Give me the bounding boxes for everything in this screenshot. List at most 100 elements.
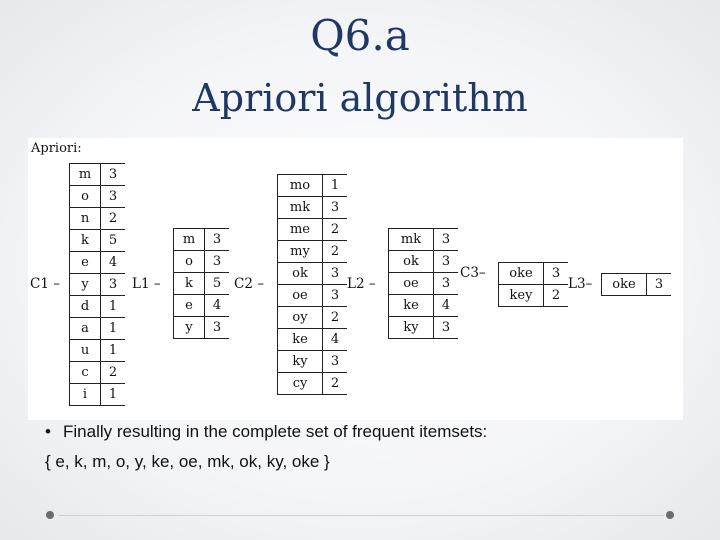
l2-itemset: ok	[388, 250, 434, 273]
c1-support-count: 2	[100, 361, 125, 384]
frequent-itemsets-result: { e, k, m, o, y, ke, oe, mk, ok, ky, oke…	[45, 452, 330, 471]
c3-itemset: oke	[498, 262, 544, 285]
l1-itemset: k	[173, 272, 205, 295]
l1-support-count: 3	[204, 316, 229, 339]
c2-support-count: 3	[322, 196, 347, 219]
l2-support-count: 4	[433, 294, 458, 317]
l1-itemset: o	[173, 250, 205, 273]
c2-support-count: 3	[322, 262, 347, 285]
c2-itemset: me	[277, 218, 323, 241]
c3-label: C3–	[460, 265, 486, 281]
c2-itemset: ky	[277, 350, 323, 373]
c2-support-count: 3	[322, 284, 347, 307]
c1-support-count: 3	[100, 185, 125, 208]
l2-itemset: ky	[388, 316, 434, 339]
c2-support-count: 1	[322, 174, 347, 197]
footer-dot-right	[666, 511, 674, 519]
c2-support-count: 3	[322, 350, 347, 373]
c1-itemset: i	[69, 383, 101, 406]
l2-itemset: ke	[388, 294, 434, 317]
l2-support-count: 3	[433, 316, 458, 339]
c1-support-count: 1	[100, 383, 125, 406]
c1-itemset: n	[69, 207, 101, 230]
c2-support-count: 4	[322, 328, 347, 351]
c2-itemset: oy	[277, 306, 323, 329]
c1-support-count: 2	[100, 207, 125, 230]
c1-support-count: 1	[100, 317, 125, 340]
c3-support-count: 2	[543, 284, 568, 307]
c2-itemset: oe	[277, 284, 323, 307]
l2-support-count: 3	[433, 272, 458, 295]
c2-support-count: 2	[322, 306, 347, 329]
footer-dot-left	[46, 511, 54, 519]
c2-itemset: ke	[277, 328, 323, 351]
c2-support-count: 2	[322, 240, 347, 263]
c1-itemset: y	[69, 273, 101, 296]
l2-itemset: mk	[388, 228, 434, 251]
l2-support-count: 3	[433, 250, 458, 273]
c1-support-count: 1	[100, 295, 125, 318]
l1-itemset: e	[173, 294, 205, 317]
l1-label: L1 –	[132, 276, 161, 292]
figure-heading: Apriori:	[31, 141, 82, 156]
c1-itemset: c	[69, 361, 101, 384]
c2-itemset: ok	[277, 262, 323, 285]
l2-itemset: oe	[388, 272, 434, 295]
l1-support-count: 3	[204, 250, 229, 273]
c1-itemset: a	[69, 317, 101, 340]
c1-itemset: o	[69, 185, 101, 208]
c2-support-count: 2	[322, 218, 347, 241]
slide-title: Q6.a	[310, 11, 410, 60]
l1-itemset: y	[173, 316, 205, 339]
c3-itemset: key	[498, 284, 544, 307]
slide-subtitle: Apriori algorithm	[192, 76, 528, 120]
c1-itemset: e	[69, 251, 101, 274]
c1-label: C1 –	[30, 276, 60, 292]
bullet-marker: •	[45, 422, 51, 441]
c2-itemset: my	[277, 240, 323, 263]
c1-itemset: d	[69, 295, 101, 318]
c2-itemset: mk	[277, 196, 323, 219]
l1-itemset: m	[173, 228, 205, 251]
c2-itemset: cy	[277, 372, 323, 395]
c1-support-count: 3	[100, 163, 125, 186]
l3-label: L3–	[568, 276, 593, 292]
c1-itemset: k	[69, 229, 101, 252]
l1-support-count: 3	[204, 228, 229, 251]
bullet-line: •Finally resulting in the complete set o…	[45, 422, 487, 442]
